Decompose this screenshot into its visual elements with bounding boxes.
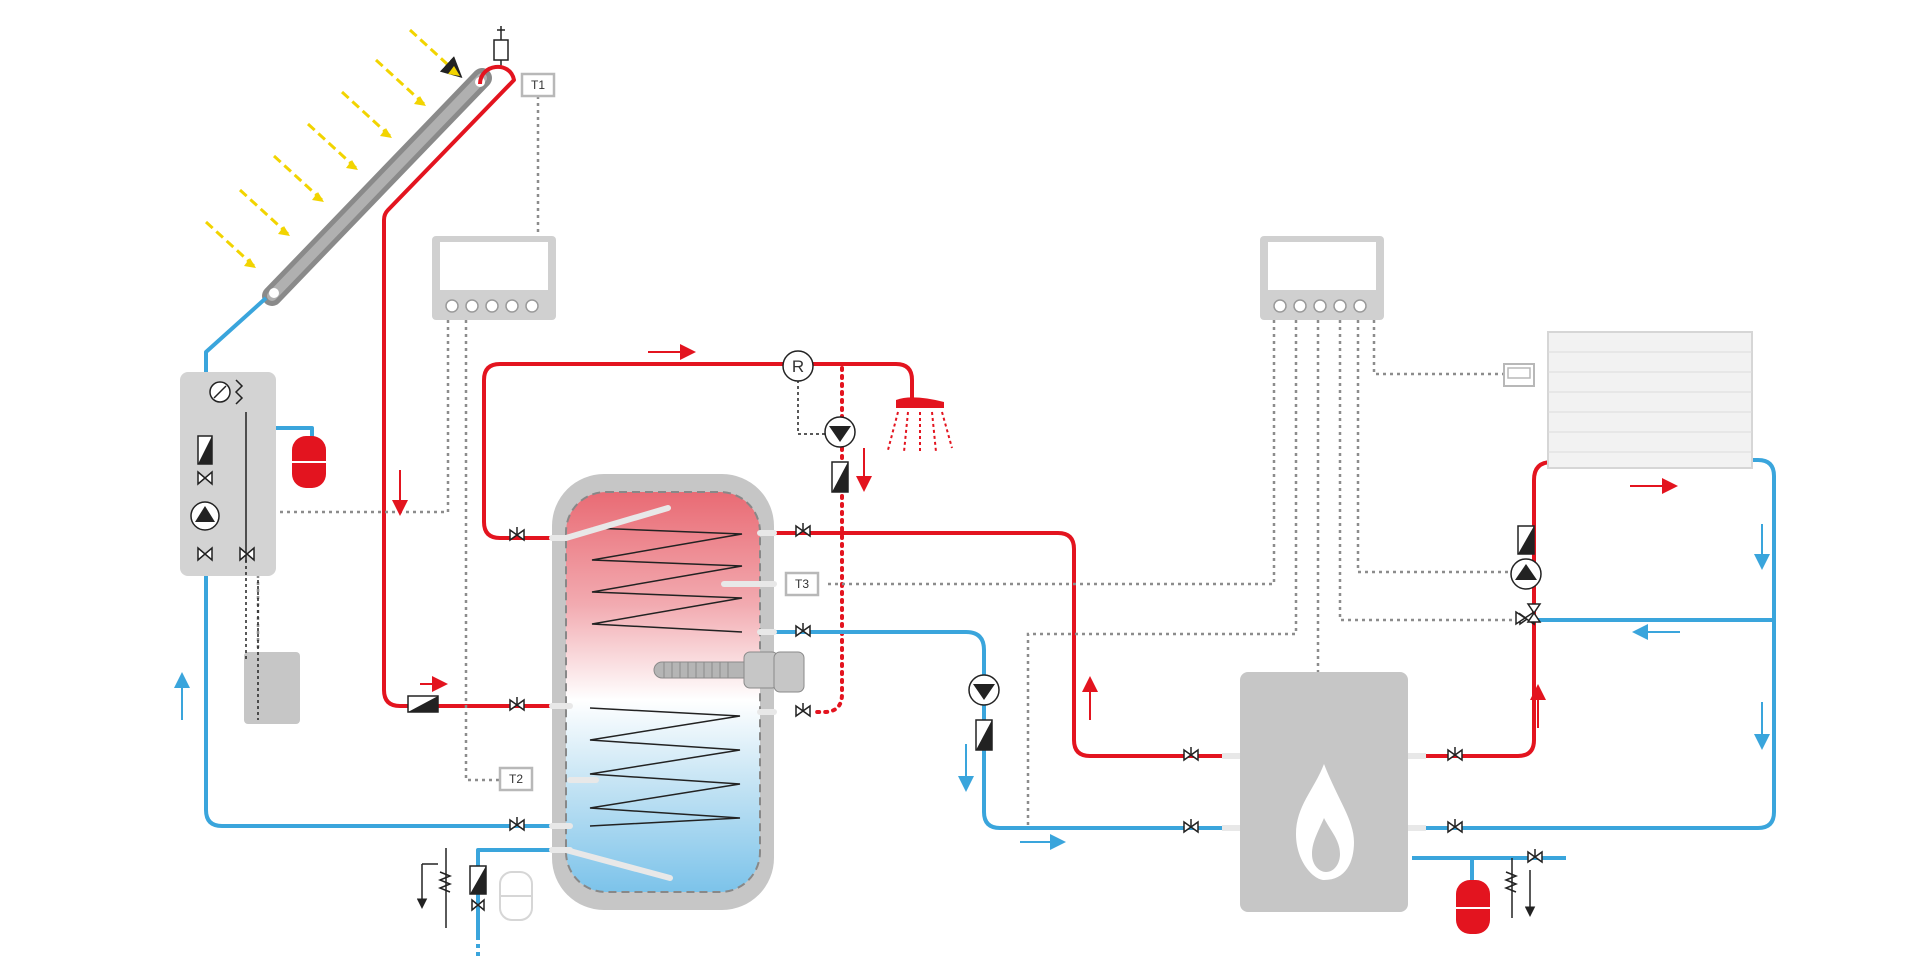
- flow-arrows-cold: [174, 524, 1770, 850]
- three-way-valve: [1515, 603, 1542, 626]
- recirculation-pipe: [810, 366, 844, 714]
- boiler-controller: [1260, 236, 1384, 320]
- solar-controller: [432, 236, 556, 320]
- dhw-expansion-vessel: [499, 871, 533, 921]
- valve-stems: [516, 523, 1536, 857]
- pumps: [824, 416, 1542, 706]
- safety-valve-boiler: [1503, 858, 1536, 918]
- sensor-t2: T2: [498, 766, 534, 792]
- storage-tank: [549, 474, 805, 910]
- sun-rays: [204, 28, 463, 268]
- check-valves: [407, 461, 1535, 895]
- sensor-t1-label: T1: [531, 78, 545, 92]
- drain-canister: [244, 560, 300, 724]
- radiator: [1547, 331, 1753, 469]
- flow-arrows-hot: [392, 344, 1678, 728]
- air-vent-valve: [493, 26, 509, 68]
- safety-valve-dhw: [416, 848, 453, 928]
- recirculation-regulator: R: [782, 350, 814, 382]
- boiler-expansion-vessel: [1456, 860, 1490, 934]
- regulator-label: R: [792, 357, 804, 376]
- solar-expansion-vessel: [292, 436, 326, 488]
- sensor-t3-label: T3: [795, 577, 809, 591]
- sensor-t1: T1: [520, 72, 556, 98]
- boiler: [1222, 672, 1426, 912]
- sensor-t3: T3: [784, 571, 820, 597]
- sun-ray-heads: [244, 66, 460, 268]
- shower-head: [887, 397, 953, 453]
- solar-pump-station: [180, 372, 276, 576]
- room-thermostat: [1503, 363, 1535, 387]
- sensor-t2-label: T2: [509, 772, 523, 786]
- regulator-signal-lines: [797, 380, 830, 435]
- cold-pipes: [204, 296, 1776, 940]
